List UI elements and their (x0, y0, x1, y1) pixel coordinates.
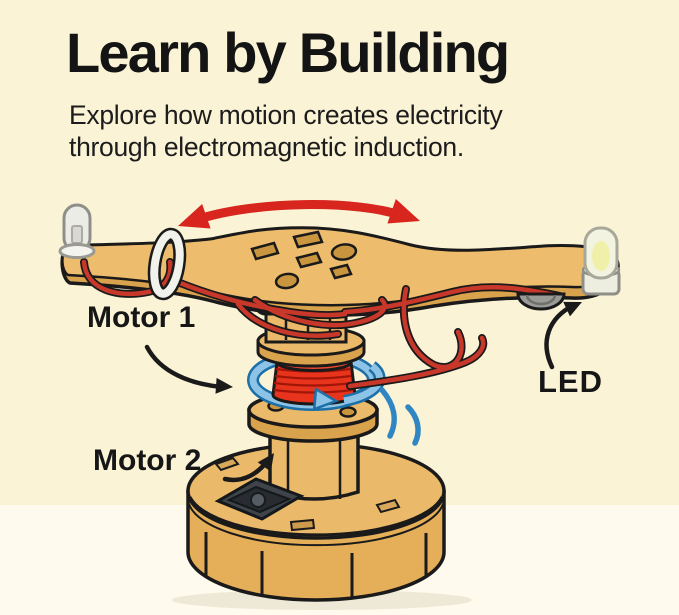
power-button (214, 477, 305, 521)
arm-cutout (329, 263, 353, 280)
led-bulb-left (58, 203, 96, 259)
led-pointer-arrow-icon (544, 301, 582, 370)
button-center (250, 492, 266, 508)
drum-lip-1 (188, 496, 444, 537)
arm-cutout (295, 251, 323, 269)
label-motor2: Motor 2 (93, 444, 202, 477)
label-motor1: Motor 1 (87, 301, 196, 334)
bulb-base (58, 243, 96, 259)
wires (80, 258, 564, 390)
bulb-filament (71, 225, 83, 244)
slot (214, 456, 240, 472)
arm-cutout (250, 241, 280, 261)
label-led: LED (538, 364, 603, 399)
slot (289, 518, 316, 532)
motor1-pointer-arrow-icon (144, 344, 233, 394)
screw-hole (339, 406, 357, 418)
cable-tie (147, 227, 187, 301)
drum-lip-2 (188, 503, 444, 547)
page-title: Learn by Building (66, 21, 510, 84)
led-bulb-right (581, 226, 621, 296)
page-subtitle: Explore how motion creates electricity t… (69, 100, 503, 162)
arm-cutout (274, 272, 300, 290)
slot (375, 498, 401, 514)
motor2-pointer-arrow-icon (222, 453, 274, 483)
arm-cutout (292, 230, 324, 249)
motion-arrow-icon (178, 198, 420, 229)
wire-clip (516, 292, 566, 311)
drum-slots (214, 456, 401, 532)
bulb-glow (592, 241, 610, 271)
motion-lines-icon (379, 387, 421, 446)
arm-cutout (330, 243, 358, 261)
